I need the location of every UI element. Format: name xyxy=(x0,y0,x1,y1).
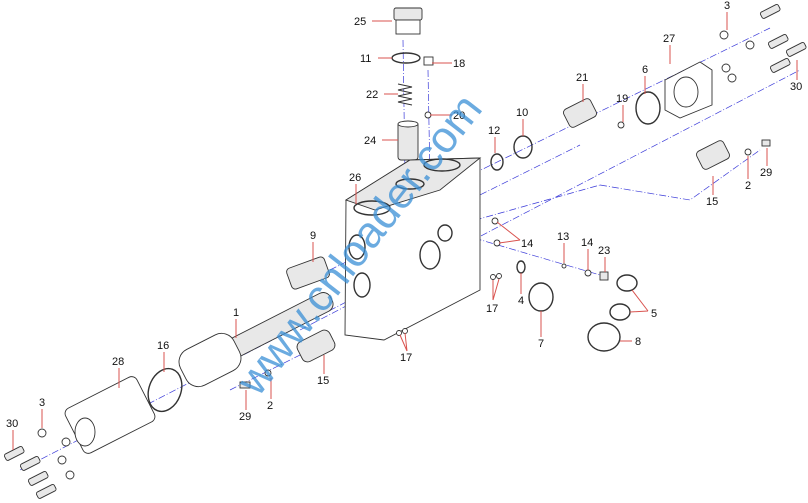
label-16: 16 xyxy=(157,340,169,352)
label-11: 11 xyxy=(360,53,371,65)
part-7-oring xyxy=(528,282,554,312)
part-15-solenoid-left xyxy=(296,329,336,363)
part-9-relief-valve xyxy=(286,256,330,290)
part-3-washers-right xyxy=(719,30,755,83)
part-8-oring xyxy=(587,322,621,352)
part-14-seals xyxy=(491,217,592,277)
label-10: 10 xyxy=(516,107,528,119)
part-4-oring xyxy=(516,260,526,274)
label-15-left: 15 xyxy=(317,375,329,387)
part-15-solenoid-right xyxy=(696,140,730,170)
part-24-seat xyxy=(397,120,419,161)
label-19: 19 xyxy=(616,93,628,105)
label-30-left: 30 xyxy=(6,418,18,430)
label-21: 21 xyxy=(576,72,588,84)
label-3-left: 3 xyxy=(39,397,45,409)
label-25: 25 xyxy=(354,16,366,28)
leader-lines xyxy=(12,12,798,450)
part-3-washers-left xyxy=(37,428,75,480)
part-10-oring xyxy=(513,135,533,159)
label-2-left: 2 xyxy=(267,400,273,412)
part-6-oring xyxy=(635,91,661,125)
part-29-screw-right xyxy=(761,139,771,147)
part-21-fitting xyxy=(563,98,597,128)
part-27-cover xyxy=(664,61,713,119)
part-labels: 25 11 18 22 20 24 26 9 1 16 28 30 3 29 2… xyxy=(6,0,802,430)
part-5-orings xyxy=(609,274,638,321)
label-20: 20 xyxy=(453,110,465,122)
part-22-spring xyxy=(397,83,413,106)
label-12: 12 xyxy=(488,125,500,137)
part-17-seals xyxy=(396,273,502,336)
part-11-oring xyxy=(391,52,421,64)
label-1: 1 xyxy=(233,307,239,319)
label-17-b: 17 xyxy=(400,352,412,364)
part-29-screw-left xyxy=(239,381,251,389)
label-30-right: 30 xyxy=(790,81,802,93)
label-15-right: 15 xyxy=(706,196,718,208)
label-6: 6 xyxy=(642,64,648,76)
part-1-spool xyxy=(178,292,334,388)
label-17-a: 17 xyxy=(486,303,498,315)
label-7: 7 xyxy=(538,338,544,350)
label-24: 24 xyxy=(364,135,376,147)
part-25-plug xyxy=(393,7,423,35)
label-26: 26 xyxy=(349,172,361,184)
label-14-a: 14 xyxy=(521,238,533,250)
label-8: 8 xyxy=(635,336,641,348)
label-3-right: 3 xyxy=(724,0,730,12)
part-12-seal xyxy=(490,153,504,171)
part-2-washer-left xyxy=(264,369,272,377)
label-29-left: 29 xyxy=(239,411,251,423)
label-9: 9 xyxy=(310,230,316,242)
label-18: 18 xyxy=(453,58,465,70)
label-29-right: 29 xyxy=(760,167,772,179)
part-26-valve-block xyxy=(344,157,482,341)
part-18-screw xyxy=(423,56,434,66)
label-23: 23 xyxy=(598,245,610,257)
part-13-ball xyxy=(561,263,567,269)
label-2-right: 2 xyxy=(745,180,751,192)
part-19-ball xyxy=(617,121,625,129)
label-4: 4 xyxy=(518,295,524,307)
part-23-plug xyxy=(599,271,609,281)
label-28: 28 xyxy=(112,356,124,368)
label-5: 5 xyxy=(651,308,657,320)
part-30-bolts-right xyxy=(759,4,807,73)
part-28-cap xyxy=(64,376,156,454)
label-14-b: 14 xyxy=(581,237,593,249)
part-30-bolts-left xyxy=(3,446,57,499)
part-2-washer-right xyxy=(744,148,752,156)
label-13: 13 xyxy=(557,231,569,243)
label-27: 27 xyxy=(663,33,675,45)
label-22: 22 xyxy=(366,89,378,101)
part-16-oring xyxy=(147,367,183,413)
